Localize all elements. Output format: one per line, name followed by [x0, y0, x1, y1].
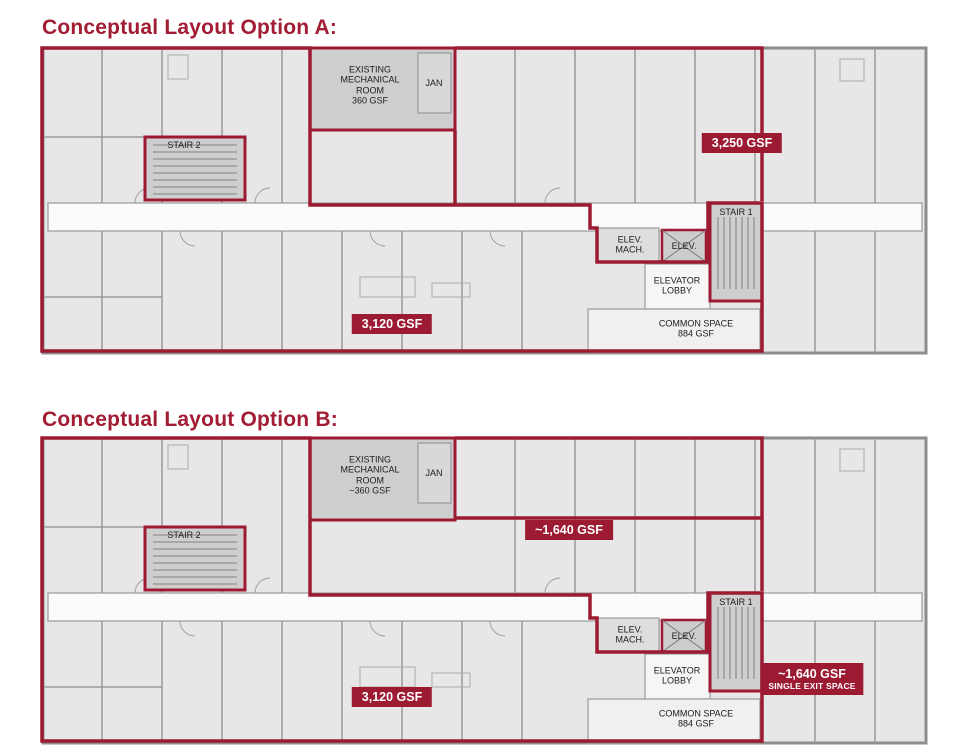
floor-plan-option-b: EXISTING MECHANICAL ROOM ~360 GSF JAN ST…: [40, 435, 930, 745]
single-exit-subtext: SINGLE EXIT SPACE: [768, 681, 856, 691]
option-a-title: Conceptual Layout Option A:: [42, 16, 338, 40]
floor-plan-b-svg: [40, 436, 928, 745]
gsf-badge-bottom-left: 3,120 GSF: [351, 687, 433, 707]
single-exit-amount: ~1,640 GSF: [778, 667, 846, 681]
gsf-badge-bottom-left: 3,120 GSF: [351, 314, 433, 334]
gsf-badge-top-center: ~1,640 GSF: [525, 520, 613, 540]
gsf-badge-top-right: 3,250 GSF: [701, 133, 783, 153]
option-b-title: Conceptual Layout Option B:: [42, 408, 338, 432]
floor-plan-a-svg: [40, 46, 928, 355]
highlight-outline-top-right-b: [455, 436, 764, 591]
floor-plan-option-a: EXISTING MECHANICAL ROOM 360 GSF JAN STA…: [40, 45, 930, 357]
gsf-badge-single-exit: ~1,640 GSF SINGLE EXIT SPACE: [760, 663, 864, 695]
